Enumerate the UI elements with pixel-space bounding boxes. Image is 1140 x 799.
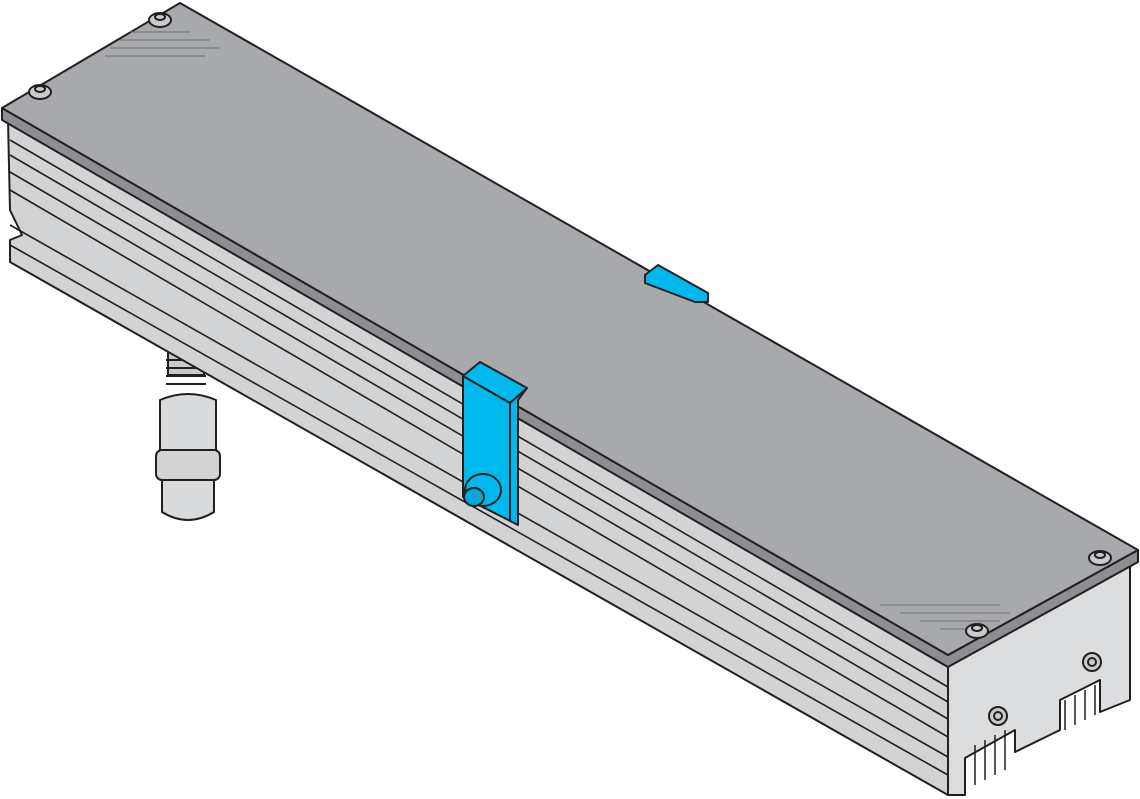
mounting-clip-large	[462, 361, 528, 526]
mounting-clip-small	[644, 264, 709, 303]
clip-bolt	[463, 487, 485, 507]
heatsink-end-face	[947, 562, 1131, 796]
end-fins	[974, 685, 1096, 785]
end-screw-hole	[1082, 652, 1102, 672]
screw	[28, 12, 1112, 639]
surface-hatch	[105, 31, 1010, 630]
top-cover-plate	[1, 2, 1139, 656]
end-screw-hole	[988, 706, 1008, 726]
